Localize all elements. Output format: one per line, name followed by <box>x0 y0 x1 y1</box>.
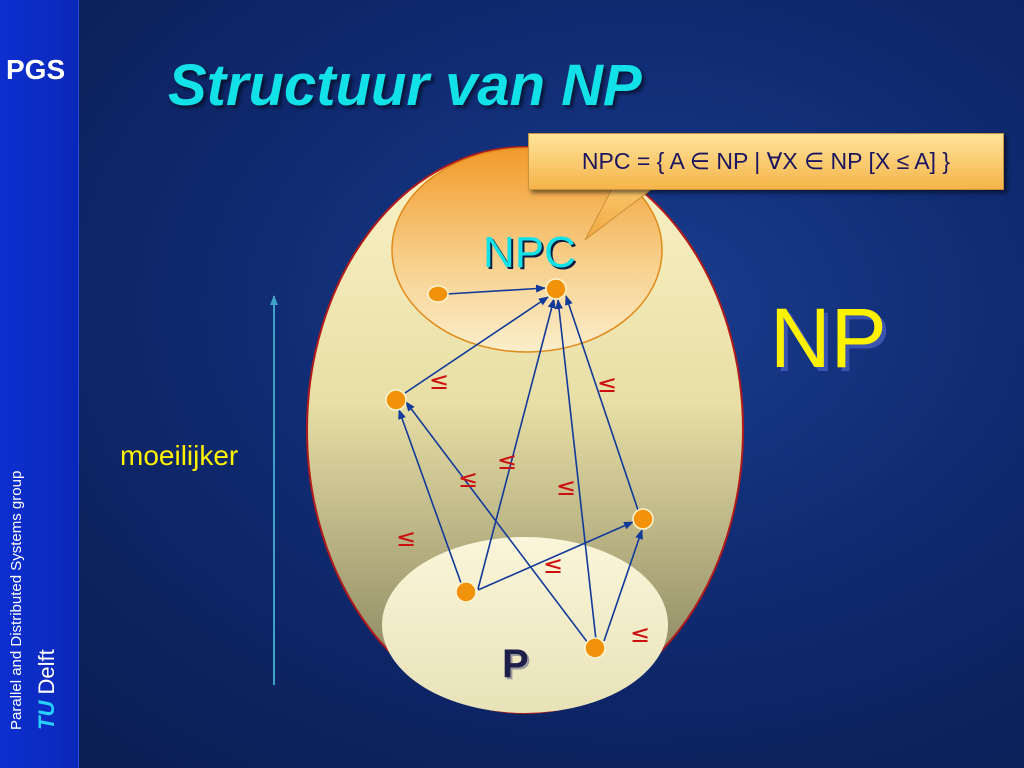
reduction-arrow <box>398 409 462 584</box>
p-label: P <box>502 642 529 686</box>
problem-node <box>427 285 449 303</box>
p-set-region <box>382 537 668 713</box>
reduction-arrow <box>404 296 549 394</box>
reduction-symbol: ≤ <box>396 524 417 552</box>
difficulty-axis-label: moeilijker <box>120 440 239 471</box>
problem-node <box>632 508 654 530</box>
reduction-arrow <box>405 401 589 644</box>
reduction-arrow <box>477 298 556 590</box>
reduction-arrow <box>477 521 634 591</box>
problem-node <box>385 389 407 411</box>
sidebar: PGS Parallel and Distributed Systems gro… <box>0 0 79 768</box>
problem-node-npc <box>545 278 567 300</box>
pgs-logo: PGS <box>6 54 66 85</box>
reduction-symbol: ≤ <box>497 447 518 475</box>
reduction-arrow <box>603 529 643 642</box>
reduction-arrow <box>446 284 546 295</box>
npc-label: NPC <box>483 228 576 277</box>
np-label: NP <box>770 291 887 385</box>
reduction-symbol: ≤ <box>597 370 618 398</box>
npc-definition-text: NPC = { A ∈ NP | ∀X ∈ NP [X ≤ A] } <box>581 148 951 174</box>
problem-node-p <box>584 637 606 659</box>
slide-title: Structuur van NP <box>168 53 642 118</box>
reduction-arrows <box>398 284 643 644</box>
reduction-arrow <box>555 299 597 641</box>
reduction-symbol: ≤ <box>458 465 479 493</box>
npc-definition-callout: NPC = { A ∈ NP | ∀X ∈ NP [X ≤ A] } <box>528 133 1004 190</box>
reduction-symbol: ≤ <box>630 620 651 648</box>
reduction-symbol: ≤ <box>429 367 450 395</box>
reduction-arrow <box>565 295 639 511</box>
problem-node-p <box>455 581 477 603</box>
reduction-symbol: ≤ <box>556 473 577 501</box>
reduction-symbol: ≤ <box>543 551 564 579</box>
problem-nodes <box>385 278 654 659</box>
npc-set-region <box>391 147 663 353</box>
